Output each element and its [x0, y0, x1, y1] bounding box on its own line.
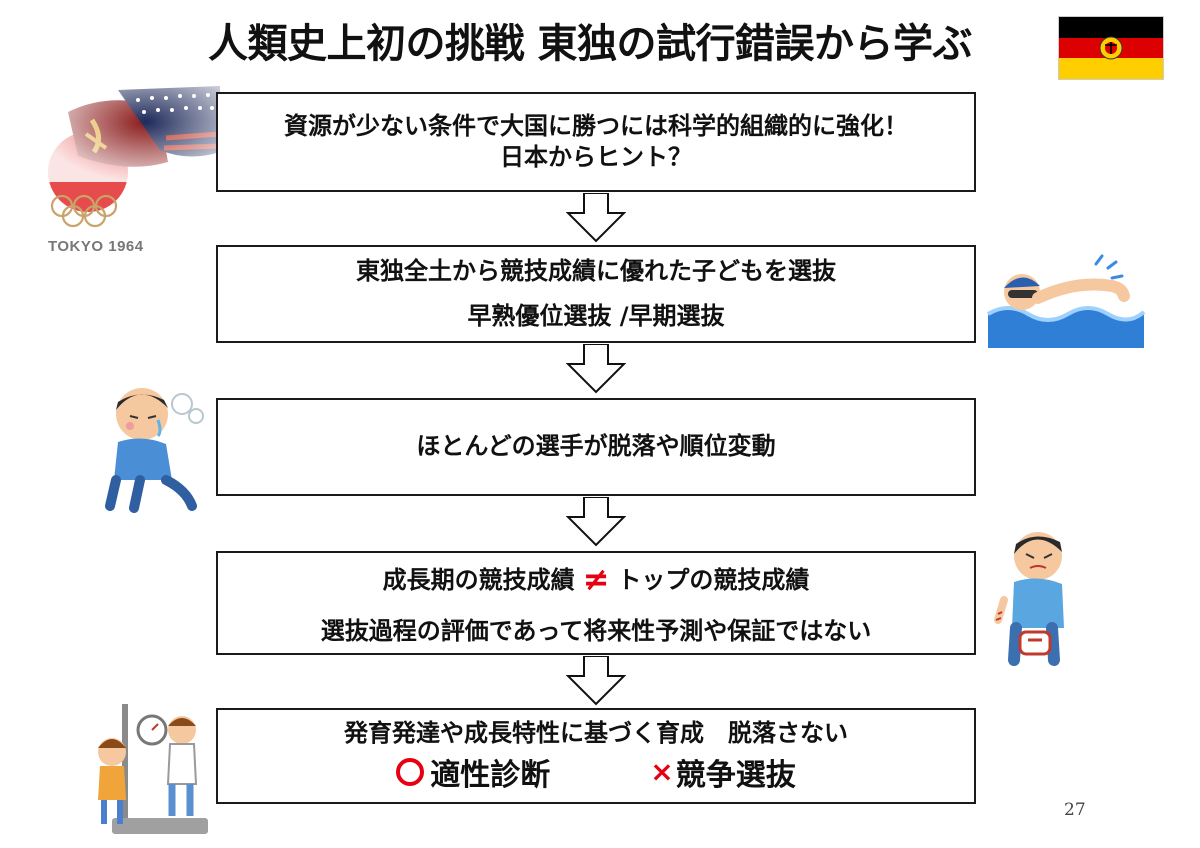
step-2-line-1: 東独全土から競技成績に優れた子どもを選抜	[356, 256, 836, 285]
down-arrow-icon	[566, 193, 626, 243]
bad-approach-label: 競争選抜	[675, 757, 796, 793]
down-arrow-icon	[566, 497, 626, 547]
step-1-line-2: 日本からヒント？	[500, 143, 692, 171]
olympic-caption: TOKYO 1964	[48, 238, 144, 255]
step-5-line-1: 発育発達や成長特性に基づく育成 脱落さない	[344, 719, 848, 748]
down-arrow-icon	[566, 344, 626, 394]
page-title: 人類史上初の挑戦 東独の試行錯誤から学ぶ	[208, 21, 972, 67]
flow-step-4: 成長期の競技成績≠トップの競技成績 選抜過程の評価であって将来性予測や保証ではな…	[216, 551, 976, 655]
circle-mark-icon	[396, 757, 425, 786]
cross-mark-icon: ×	[650, 755, 674, 789]
injured-child-illustration-icon	[994, 532, 1064, 666]
not-equal-icon: ≠	[582, 559, 610, 598]
tokyo-1964-olympic-poster-icon	[48, 82, 226, 228]
flow-step-5: 発育発達や成長特性に基づく育成 脱落さない 適性診断 ×競争選抜	[216, 708, 976, 804]
step-4-line-2: 選抜過程の評価であって将来性予測や保証ではない	[320, 617, 872, 646]
step-5-conclusion: 適性診断 ×競争選抜	[396, 750, 796, 794]
flow-step-3: ほとんどの選手が脱落や順位変動	[216, 398, 976, 496]
flow-step-2: 東独全土から競技成績に優れた子どもを選抜 早熟優位選抜 /早期選抜	[216, 245, 976, 343]
step-4-line-1: 成長期の競技成績≠トップの競技成績	[383, 559, 810, 601]
swimmer-illustration-icon	[986, 254, 1146, 348]
good-approach-label: 適性診断	[430, 757, 551, 793]
gdr-flag-icon	[1058, 16, 1164, 80]
step-1-line-1: 資源が少ない条件で大国に勝つには科学的組織的に強化！	[284, 111, 908, 140]
flow-step-1: 資源が少ない条件で大国に勝つには科学的組織的に強化！ 日本からヒント？	[216, 92, 976, 192]
step-4-left-text: 成長期の競技成績	[382, 565, 575, 594]
height-measurement-illustration-icon	[98, 704, 208, 834]
tired-child-illustration-icon	[105, 388, 204, 513]
step-2-line-2: 早熟優位選抜 /早期選抜	[467, 302, 725, 330]
page-number: 27	[1064, 800, 1086, 820]
step-3-line-1: ほとんどの選手が脱落や順位変動	[416, 432, 776, 461]
down-arrow-icon	[566, 656, 626, 706]
step-4-right-text: トップの競技成績	[617, 565, 810, 594]
